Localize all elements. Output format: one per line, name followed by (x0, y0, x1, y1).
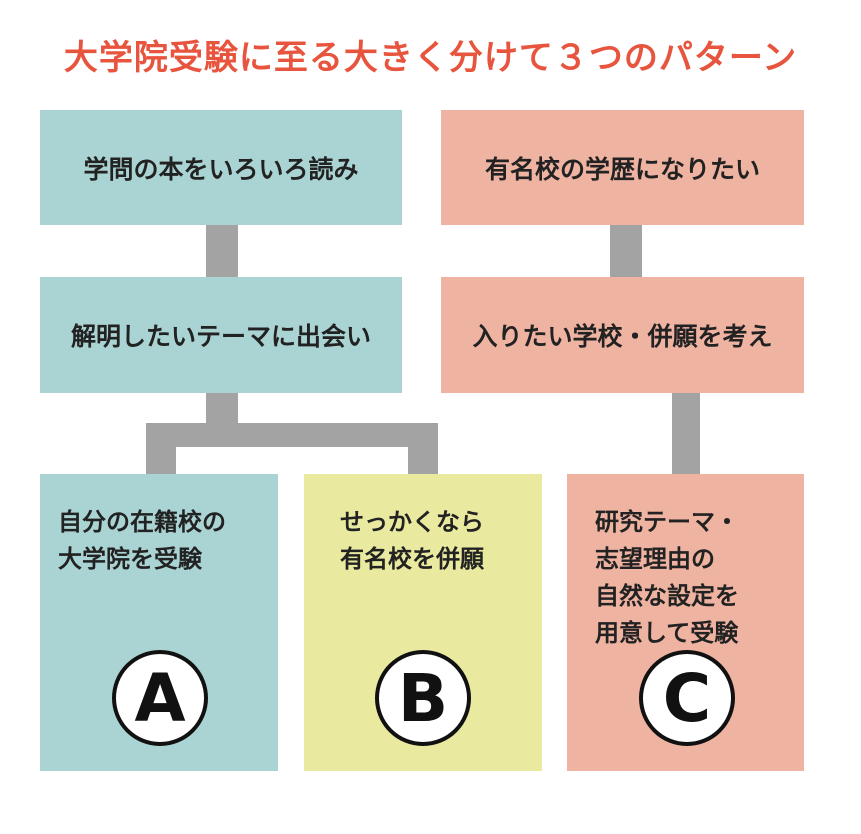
diagram-title: 大学院受験に至る大きく分けて３つのパターン (63, 38, 798, 78)
connector-left-bar (146, 423, 438, 447)
box-consider-schools: 入りたい学校・併願を考え (441, 277, 804, 393)
pattern-a-box: 自分の在籍校の 大学院を受験 A (40, 474, 278, 771)
pattern-b-badge: B (375, 650, 471, 746)
box-find-theme: 解明したいテーマに出会い (40, 277, 402, 393)
box-read-books: 学問の本をいろいろ読み (40, 110, 402, 225)
pattern-b-box: せっかくなら 有名校を併願 B (304, 474, 542, 771)
pattern-c-box: 研究テーマ・ 志望理由の 自然な設定を 用意して受験 C (567, 474, 804, 771)
pattern-c-text: 研究テーマ・ 志望理由の 自然な設定を 用意して受験 (595, 508, 739, 647)
box-find-theme-label: 解明したいテーマに出会い (70, 322, 371, 351)
box-read-books-label: 学問の本をいろいろ読み (83, 154, 359, 184)
connector-right-c (672, 393, 700, 474)
connector-left-a (146, 447, 176, 474)
pattern-a-badge: A (112, 650, 208, 746)
box-prestige: 有名校の学歴になりたい (441, 110, 804, 225)
connector-left-stem (206, 393, 238, 423)
box-prestige-label: 有名校の学歴になりたい (484, 154, 760, 184)
pattern-b-text: せっかくなら 有名校を併願 (340, 508, 484, 573)
pattern-c-badge: C (639, 650, 735, 746)
connector-right-top (610, 225, 642, 277)
connector-left-b (408, 447, 438, 474)
box-consider-schools-label: 入りたい学校・併願を考え (472, 322, 773, 351)
pattern-a-text: 自分の在籍校の 大学院を受験 (58, 508, 226, 573)
connector-left-top (206, 225, 238, 277)
